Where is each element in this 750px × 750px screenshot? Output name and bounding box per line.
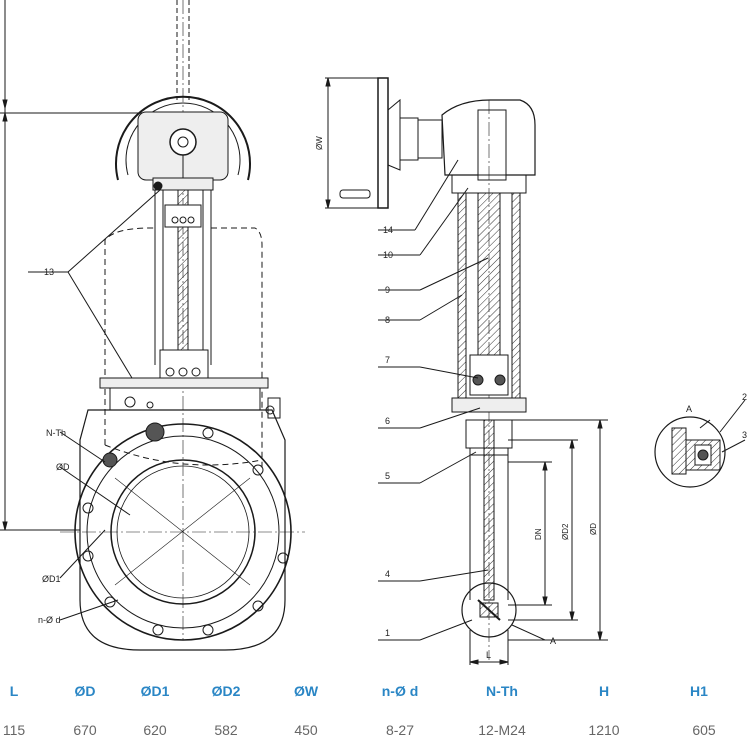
callout-6: 6 bbox=[385, 416, 390, 426]
side-callouts: 14 10 9 8 7 6 5 4 1 ØW DN ØD2 ØD L A bbox=[315, 136, 598, 660]
dim-l: L bbox=[486, 650, 491, 660]
value-od1: 620 bbox=[143, 722, 167, 738]
header-h: H bbox=[598, 683, 610, 699]
header-n-od: n-Ø d bbox=[381, 683, 419, 699]
dim-dn: DN bbox=[534, 528, 543, 540]
side-view bbox=[325, 77, 608, 665]
front-view bbox=[0, 0, 305, 651]
callout-od1: ØD1 bbox=[42, 574, 61, 584]
detail-a bbox=[654, 399, 746, 488]
detail-a-label: A bbox=[686, 404, 692, 414]
front-callouts: 13 N-Th ØD ØD1 n-Ø d bbox=[38, 267, 70, 625]
dim-od: ØD bbox=[589, 523, 598, 535]
callout-5: 5 bbox=[385, 471, 390, 481]
header-ow: ØW bbox=[293, 683, 319, 699]
callout-10: 10 bbox=[383, 250, 393, 260]
callout-n-th: N-Th bbox=[46, 428, 66, 438]
header-h1: H1 bbox=[690, 683, 708, 699]
dim-od2: ØD2 bbox=[561, 523, 570, 540]
value-h1: 605 bbox=[692, 722, 716, 738]
callout-13: 13 bbox=[44, 267, 54, 277]
detail-labels: A 2 3 bbox=[686, 392, 747, 440]
detail-part-3: 3 bbox=[742, 430, 747, 440]
value-n-th: 12-M24 bbox=[478, 722, 526, 738]
value-od: 670 bbox=[73, 722, 97, 738]
callout-n-od: n-Ø d bbox=[38, 615, 61, 625]
callout-14: 14 bbox=[383, 225, 393, 235]
dim-a: A bbox=[550, 636, 556, 646]
callout-1: 1 bbox=[385, 628, 390, 638]
value-h: 1210 bbox=[588, 722, 620, 738]
valve-technical-drawing: 13 N-Th ØD ØD1 n-Ø d 14 10 9 8 7 6 5 4 1… bbox=[0, 0, 747, 665]
detail-part-2: 2 bbox=[742, 392, 747, 402]
value-l: 115 bbox=[2, 722, 26, 738]
callout-8: 8 bbox=[385, 315, 390, 325]
header-od: ØD bbox=[74, 683, 96, 699]
callout-4: 4 bbox=[385, 569, 390, 579]
callout-7: 7 bbox=[385, 355, 390, 365]
dimensions-table: L ØD ØD1 ØD2 ØW n-Ø d N-Th H H1 115 670 … bbox=[0, 665, 750, 750]
value-ow: 450 bbox=[294, 722, 318, 738]
callout-od: ØD bbox=[56, 462, 70, 472]
dim-ow: ØW bbox=[315, 136, 324, 150]
callout-9: 9 bbox=[385, 285, 390, 295]
header-od1: ØD1 bbox=[140, 683, 170, 699]
header-od2: ØD2 bbox=[211, 683, 241, 699]
header-l: L bbox=[9, 683, 19, 699]
value-n-od: 8-27 bbox=[385, 722, 415, 738]
header-n-th: N-Th bbox=[486, 683, 518, 699]
value-od2: 582 bbox=[214, 722, 238, 738]
